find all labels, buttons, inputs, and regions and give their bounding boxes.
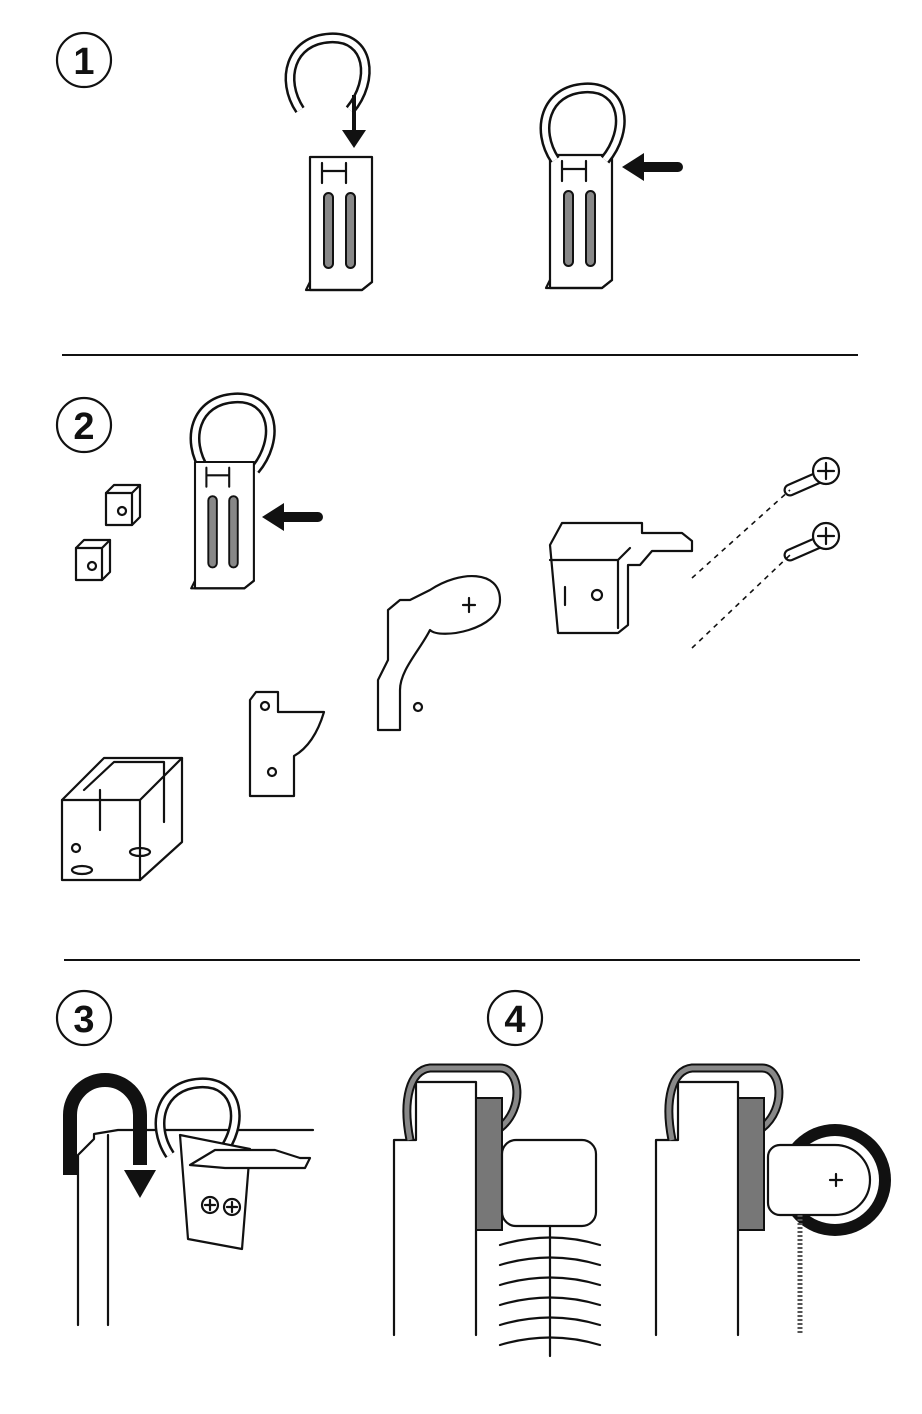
bracket-icon <box>190 460 255 590</box>
step-3-number: 3 <box>73 999 94 1041</box>
step-2-number: 2 <box>73 406 94 448</box>
step-1-badge <box>55 31 113 89</box>
step-3-badge <box>55 989 113 1047</box>
bracket-icon <box>544 153 614 290</box>
glider-loop-icon <box>195 398 270 470</box>
glider-loop-icon <box>545 88 620 160</box>
rotate-arrow-icon <box>63 1073 147 1175</box>
step-2: 2 <box>55 396 841 882</box>
step-1-number: 1 <box>73 41 94 83</box>
step-2-badge <box>55 396 113 454</box>
dashed-guide <box>691 489 791 649</box>
arrow-left-icon <box>622 153 683 181</box>
step-1: 1 <box>55 31 683 292</box>
screw-icon <box>783 521 841 562</box>
slat-carrier <box>500 1138 598 1228</box>
step-3: 3 <box>55 989 315 1327</box>
bracket-icon <box>304 155 374 292</box>
arrow-left-icon <box>262 503 323 531</box>
ceiling-bracket-icon <box>548 521 694 635</box>
screw-icon <box>783 456 841 497</box>
step-4-number: 4 <box>504 999 525 1041</box>
carrier-head <box>766 1143 872 1217</box>
cube-icon <box>74 538 112 582</box>
cube-icon <box>104 483 142 527</box>
step-4: 4 <box>392 989 891 1358</box>
step-4-badge <box>486 989 544 1047</box>
angle-bracket-icon <box>376 574 502 732</box>
arrow-down-icon <box>342 95 366 148</box>
